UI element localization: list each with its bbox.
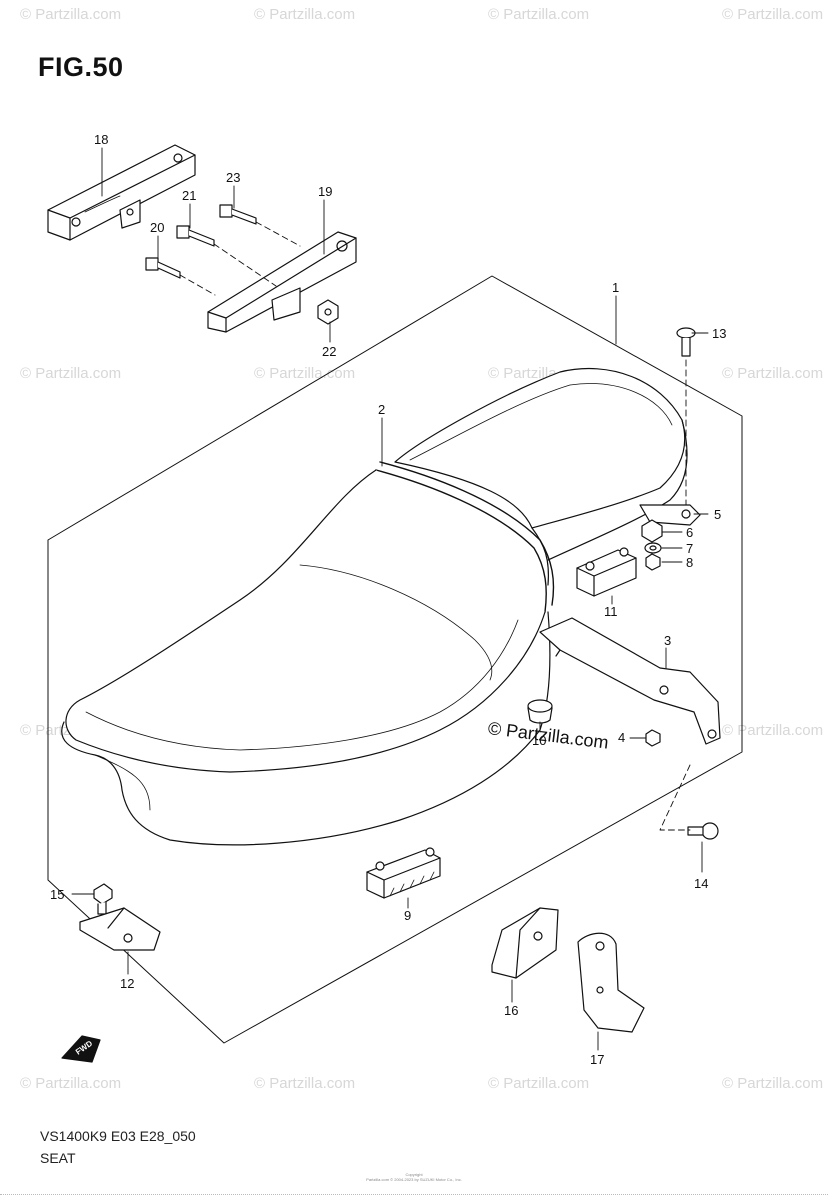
seat-assembly [61,368,688,846]
part-9-damper [366,847,441,899]
watermark: © Partzilla.com [20,6,122,23]
watermark: © Partzilla.com [722,1075,824,1092]
part-10-grommet [527,699,553,724]
part-3-bracket [539,617,721,745]
figure-title: FIG.50 [38,52,124,82]
watermark: © Partzilla.com [722,722,824,739]
callout-23: 23 [226,170,240,185]
part-17-bracket [577,932,645,1033]
watermark: © Partzilla.com [254,365,356,382]
callout-6: 6 [686,525,693,540]
part-7-washer [644,542,662,554]
assembly-outline [47,275,743,1044]
part-22-nut [317,299,339,325]
copyright-line-1: Copyright [405,1172,423,1177]
part-8-nut [645,553,661,571]
figure-name: SEAT [40,1150,76,1166]
watermark: © Partzilla.com [488,6,590,23]
callout-17: 17 [590,1052,604,1067]
callout-2: 2 [378,402,385,417]
callout-9: 9 [404,908,411,923]
callout-3: 3 [664,633,671,648]
callout-21: 21 [182,188,196,203]
callout-19: 19 [318,184,332,199]
bolt-21 [176,225,215,247]
callout-7: 7 [686,541,693,556]
watermark: © Partzilla.com [254,6,356,23]
callout-18: 18 [94,132,108,147]
callout-20: 20 [150,220,164,235]
callout-1: 1 [612,280,619,295]
part-12-bracket [79,907,161,951]
watermark: © Partzilla.com [722,6,824,23]
part-14-screw [687,822,719,840]
callout-4: 4 [618,730,625,745]
bolt-20 [145,257,181,279]
part-13-screw [676,327,696,357]
figure-code: VS1400K9 E03 E28_050 [40,1128,196,1144]
watermark: © Partzilla.com [488,1075,590,1092]
part-4-nut [645,729,661,747]
fwd-arrow-icon: FWD [61,1035,101,1063]
watermark: © Partzilla.com [20,1075,122,1092]
part-6-nut [641,519,663,543]
callout-13: 13 [712,326,726,341]
copyright-notice: Copyright Partzilla.com © 2004-2023 by S… [0,1172,828,1182]
part-18-grab-rail [47,144,196,241]
callout-22: 22 [322,344,336,359]
callout-15: 15 [50,887,64,902]
callout-8: 8 [686,555,693,570]
callout-11: 11 [604,604,618,619]
callout-5: 5 [714,507,721,522]
part-11-damper [576,547,637,597]
bottom-divider [0,1194,828,1195]
part-15-bolt [93,883,113,915]
bolt-23 [219,204,257,225]
part-5-bracket [639,504,701,526]
callout-10: 10 [532,733,546,748]
watermark: © Partzilla.com [254,1075,356,1092]
watermark: © Partzilla.com [20,365,122,382]
callout-16: 16 [504,1003,518,1018]
callout-12: 12 [120,976,134,991]
copyright-line-2: Partzilla.com © 2004-2023 by SUZUKI Moto… [366,1177,462,1182]
part-16-bracket [491,907,559,979]
part-19-bracket [207,231,357,333]
callout-14: 14 [694,876,708,891]
watermark: © Partzilla.com [722,365,824,382]
